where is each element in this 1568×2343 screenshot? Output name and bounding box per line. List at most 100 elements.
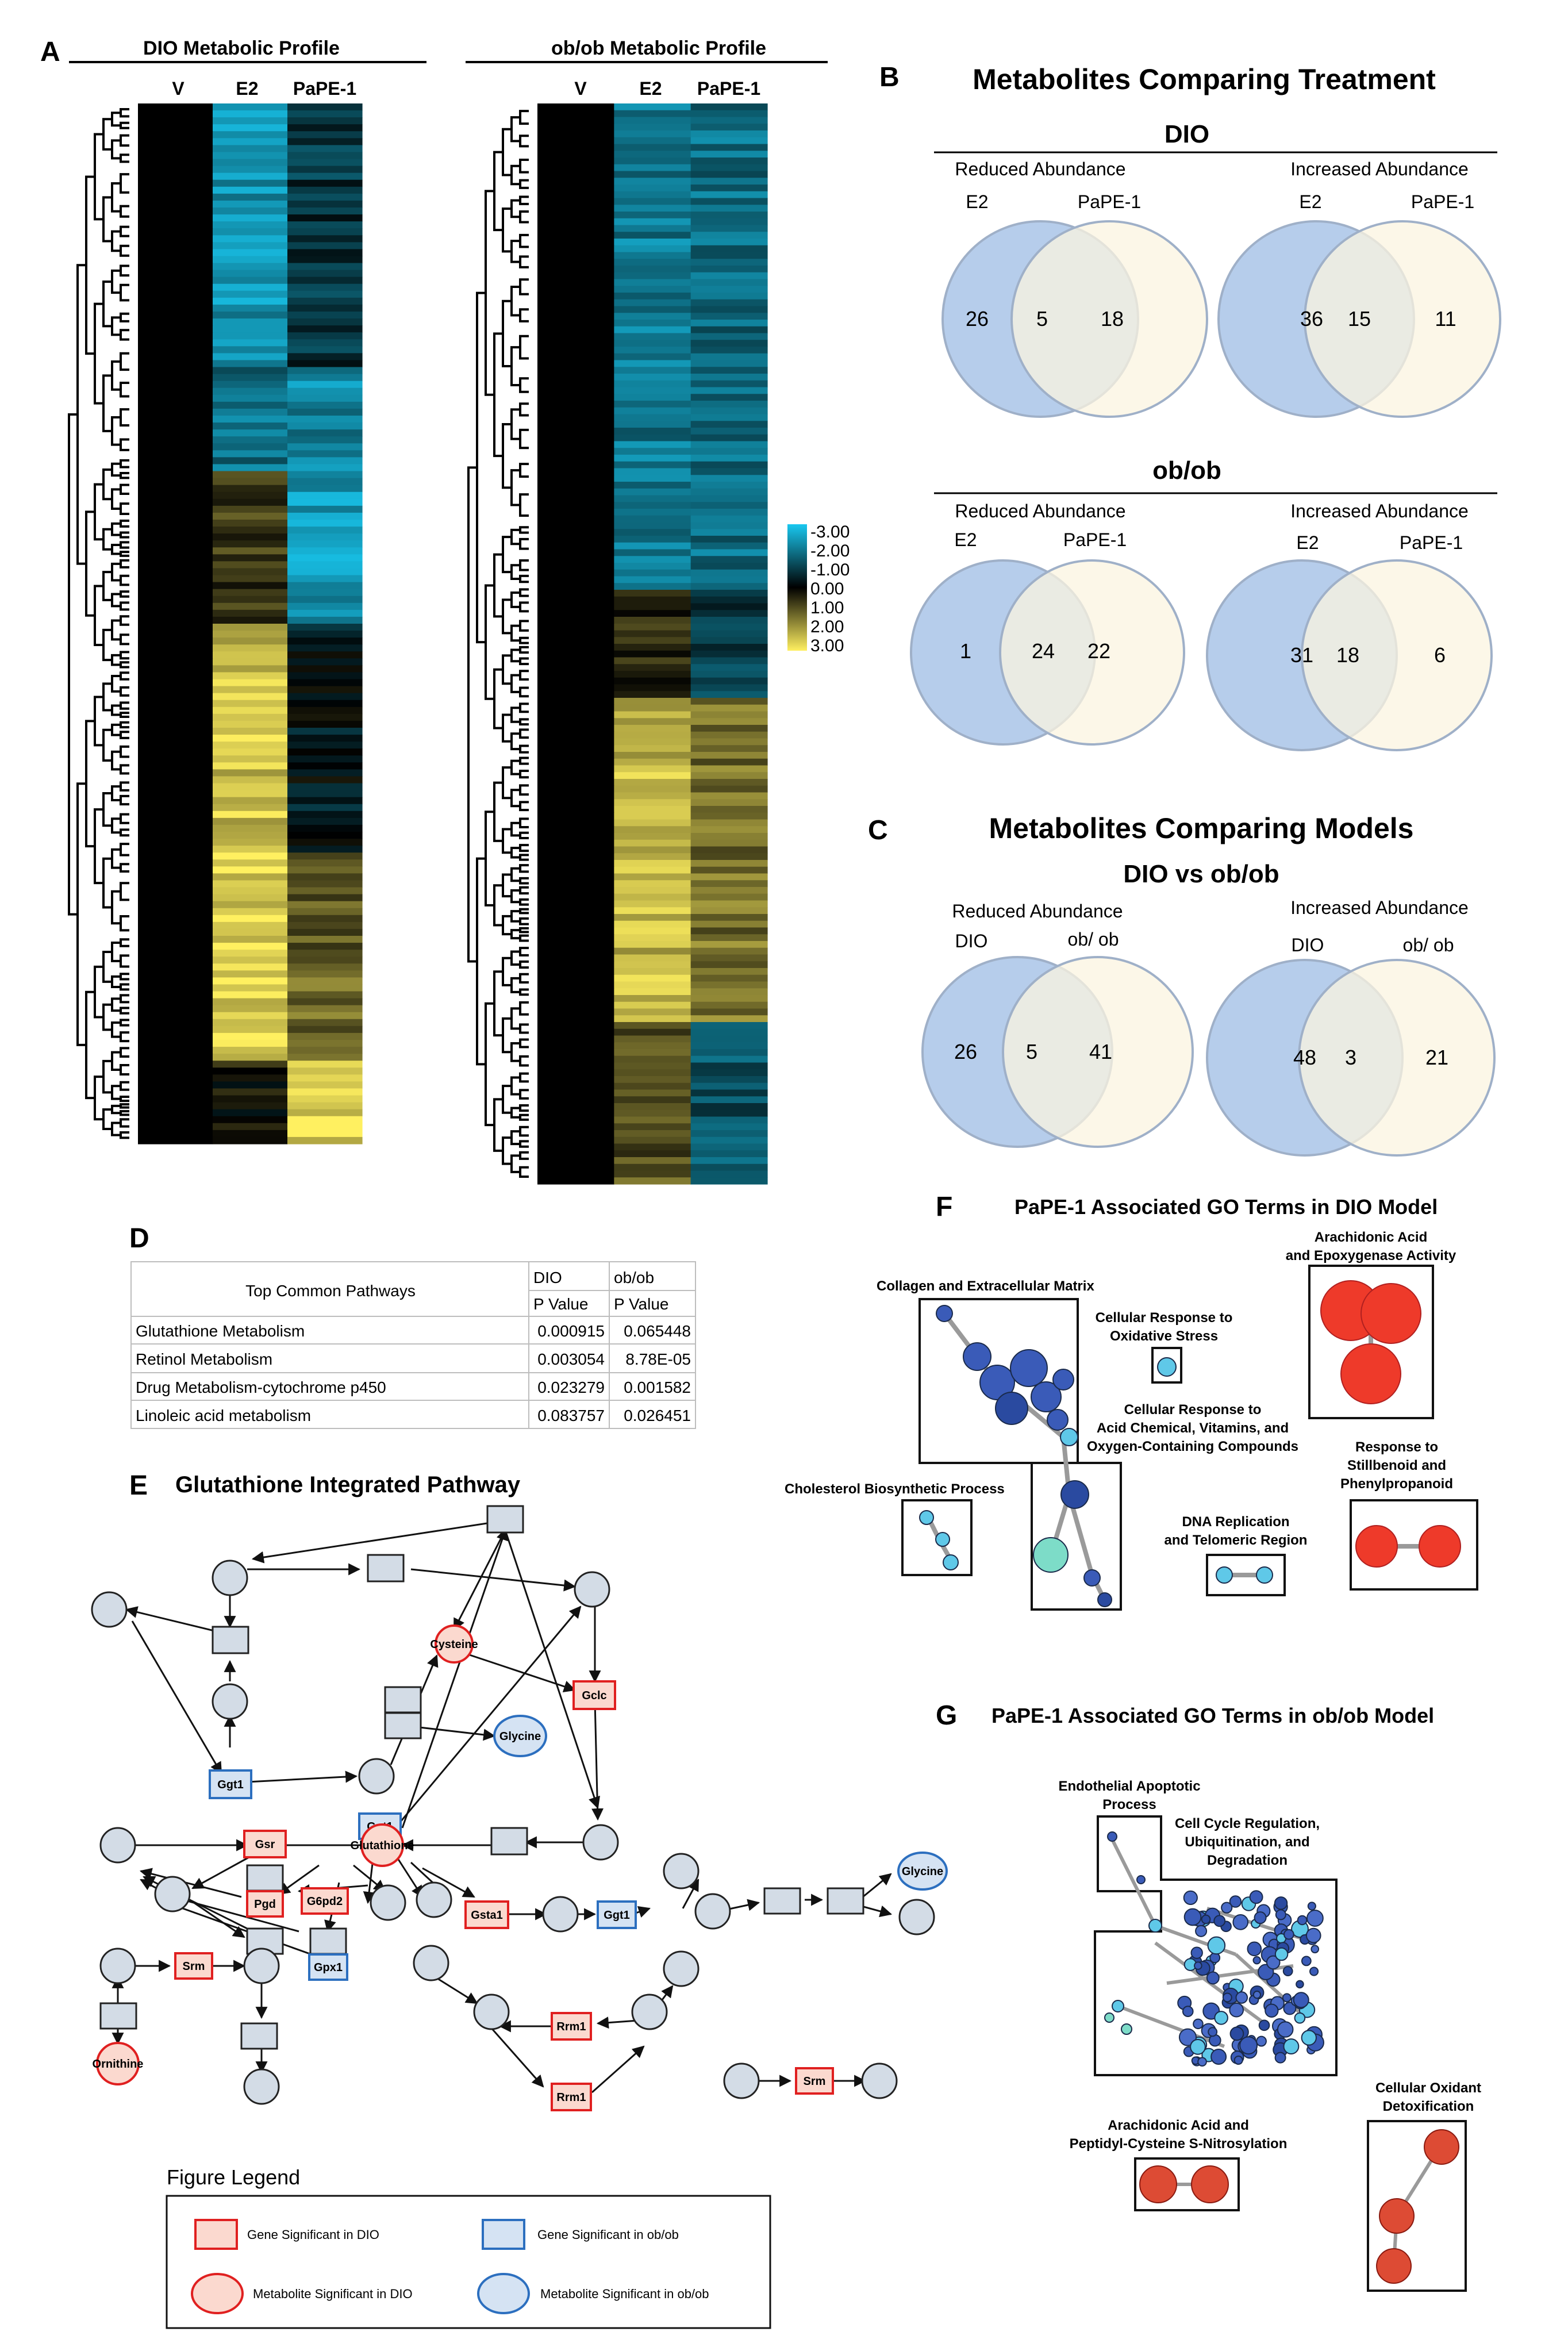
heatmap-cell [537,529,614,536]
heatmap-cell [138,957,213,964]
heatmap-cell [213,596,288,604]
heatmap-cell [213,387,288,395]
go-obob-arach: Arachidonic Acid and [1108,2118,1249,2133]
heatmap-cell [213,332,288,340]
heatmap-cell [213,1025,288,1034]
pathway-metabolite-node [358,1758,395,1795]
heatmap-cell [213,533,288,541]
pathway-gene-node [367,1554,405,1583]
heatmap-cell [287,880,363,888]
heatmap-cell [614,1096,691,1104]
heatmap-cell [138,1012,213,1020]
heatmap-cell [138,429,213,437]
heatmap-cell [213,589,288,597]
heatmap-cell [690,920,768,928]
heatmap-cell [213,312,288,319]
heatmap-cell [537,1130,614,1138]
heatmap-cell [537,745,614,752]
go-node [1306,1910,1324,1927]
heatmap-cell [213,728,288,735]
heatmap-cell [614,563,691,570]
go-node [1309,1966,1319,1976]
heatmap-cell [537,522,614,529]
heatmap-cell [537,671,614,678]
go-node [1183,1890,1198,1906]
heatmap-cell [537,306,614,313]
venn-left-label: E2 [1296,532,1319,553]
heatmap-cell [213,957,288,964]
node-label: Cysteine [430,1638,478,1651]
heatmap-cell [537,1082,614,1090]
heatmap-cell [287,387,363,395]
obob-heatmap-title: ob/ob Metabolic Profile [551,37,766,59]
go-dio-oxidative: Oxidative Stress [1110,1328,1218,1344]
heatmap-cell [690,988,768,996]
heatmap-cell [690,218,768,226]
heatmap-cell [690,664,768,671]
heatmap-cell [690,927,768,935]
pathway-metabolite-node [542,1896,579,1933]
heatmap-cell [287,346,363,354]
pathway-metabolite-node [861,2062,898,2099]
heatmap-cell [537,988,614,996]
heatmap-cell [614,826,691,834]
heatmap-cell [690,779,768,786]
heatmap-cell [213,318,288,326]
heatmap-cell [690,475,768,482]
heatmap-cell [690,644,768,651]
heatmap-cell [537,1008,614,1016]
heatmap-cell [138,214,213,222]
heatmap-cell [213,984,288,992]
heatmap-cell [690,860,768,867]
heatmap-cell [614,225,691,232]
go-node [1249,1890,1263,1904]
heatmap-cell [287,1074,363,1082]
heatmap-cell [213,436,288,444]
heatmap-cell [614,239,691,246]
heatmap-cell [614,1035,691,1043]
heatmap-cell [287,312,363,319]
heatmap-cell [537,482,614,489]
go-node [1283,1929,1294,1940]
heatmap-cell [287,596,363,604]
legend-met-obob: Metabolite Significant in ob/ob [540,2287,709,2301]
heatmap-cell [614,920,691,928]
heatmap-cell [213,1054,288,1061]
heatmap-cell [614,623,691,631]
heatmap-cell [287,297,363,305]
heatmap-cell [537,772,614,779]
heatmap-cell [690,536,768,543]
heatmap-cell [213,755,288,763]
heatmap-cell [537,130,614,138]
heatmap-cell [614,232,691,239]
heatmap-cell [287,464,363,472]
heatmap-cell [690,1001,768,1009]
heatmap-cell [138,713,213,721]
heatmap-cell [213,1005,288,1013]
heatmap-cell [213,963,288,971]
heatmap-cell [213,547,288,555]
heatmap-cell [537,779,614,786]
heatmap-cell [213,270,288,278]
heatmap-cell [690,245,768,253]
heatmap-cell [138,478,213,486]
heatmap-cell [690,1028,768,1036]
heatmap-cell [213,416,288,423]
heatmap-cell [287,720,363,728]
heatmap-cell [213,928,288,936]
heatmap-cell [690,806,768,813]
heatmap-cell [213,672,288,680]
heatmap-cell [287,283,363,291]
heatmap-cell [537,866,614,874]
venn-circle-right [1304,220,1501,418]
heatmap-cell [213,443,288,451]
heatmap-cell [138,367,213,375]
heatmap-cell [287,811,363,819]
heatmap-cell [690,428,768,435]
venn-right-label: ob/ ob [1068,929,1119,950]
heatmap-cell [614,907,691,915]
heatmap-cell [287,520,363,527]
heatmap-cell [690,569,768,577]
heatmap-cell [537,826,614,834]
